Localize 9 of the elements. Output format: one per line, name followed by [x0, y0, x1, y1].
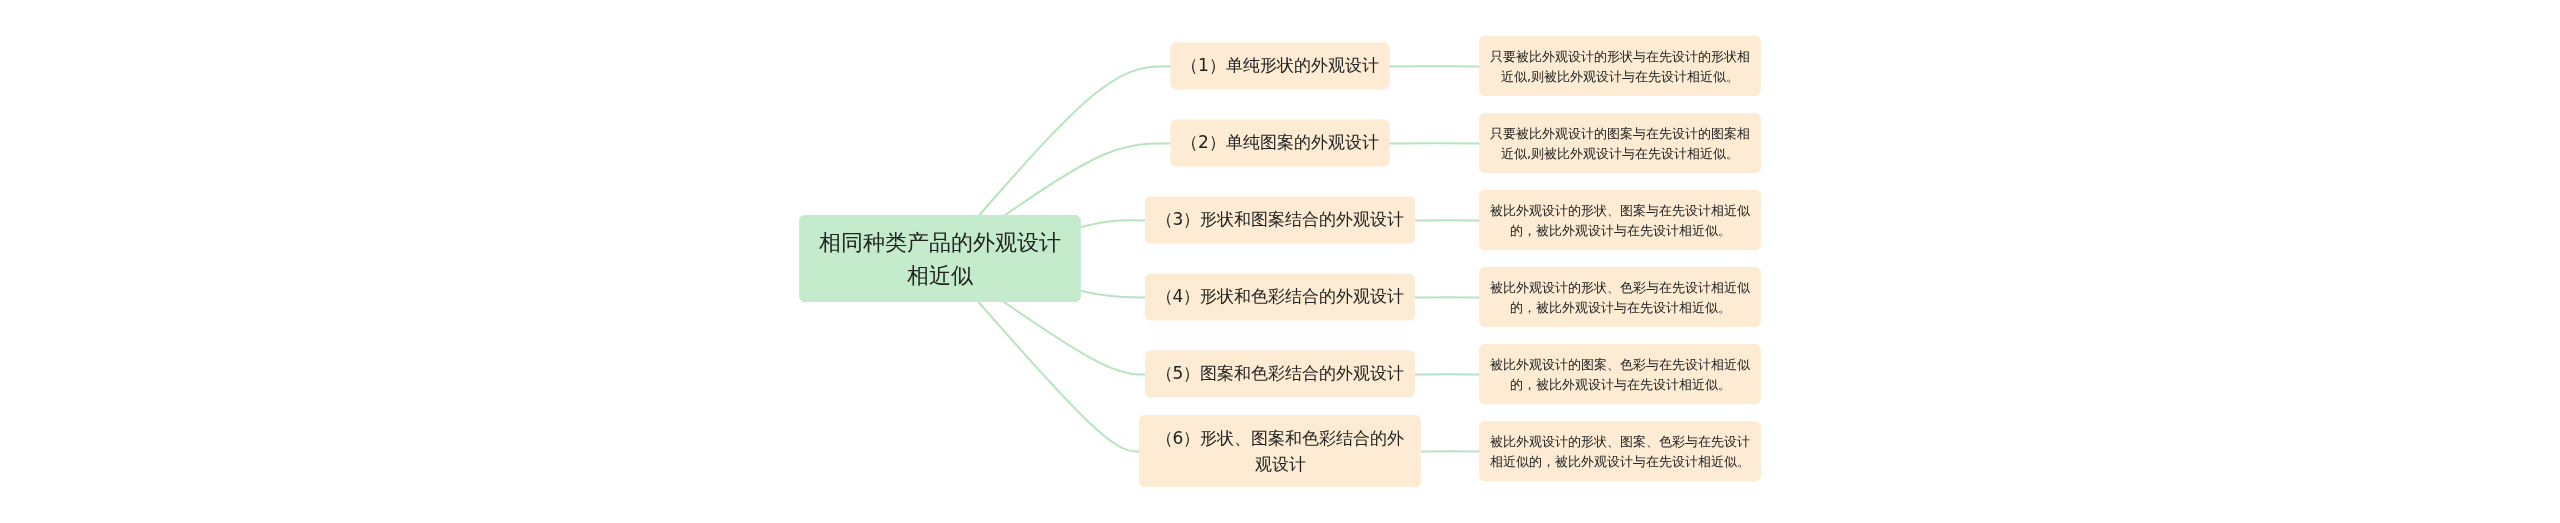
- connector: [1388, 142, 1482, 145]
- connector: [1413, 373, 1482, 376]
- connector: [977, 301, 1142, 453]
- connector: [1419, 450, 1482, 453]
- connector: [1413, 219, 1482, 222]
- connector: [977, 65, 1173, 217]
- connector: [1413, 296, 1482, 299]
- connector: [1388, 65, 1482, 68]
- connector: [1002, 142, 1173, 217]
